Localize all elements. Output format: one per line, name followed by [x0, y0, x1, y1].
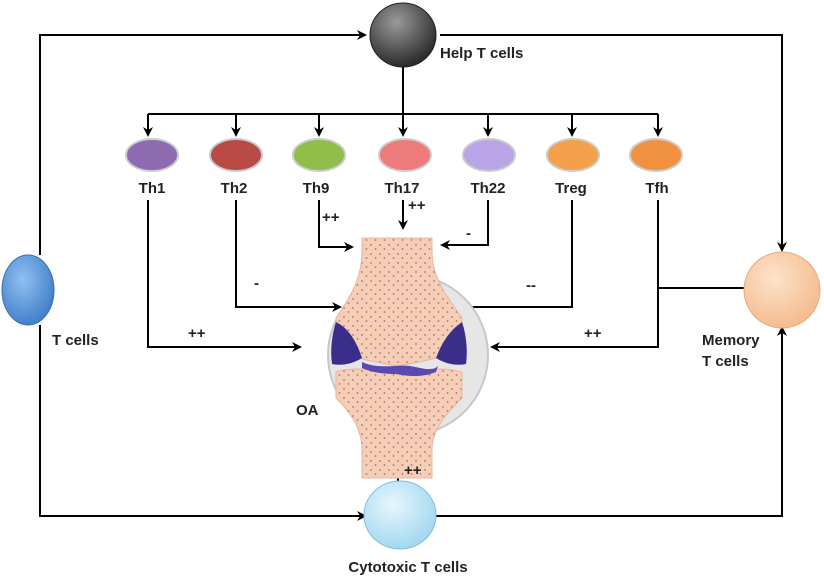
edge-help-to-memory: [440, 34, 787, 252]
edge-tfh-oa: [490, 200, 659, 352]
edge-th22-oa: [440, 200, 489, 250]
edge-th1-oa: [147, 200, 302, 352]
oa-label: OA: [296, 402, 319, 419]
th9-node: [292, 138, 346, 172]
th17-effect: ++: [408, 197, 426, 214]
tfh-effect: ++: [584, 325, 602, 342]
joint-space: [362, 362, 438, 376]
memory-label-line1: Memory: [702, 332, 760, 349]
tfh-node: [629, 138, 683, 172]
th22-node: [462, 138, 516, 172]
th2-effect: -: [254, 275, 259, 292]
cytotoxic-effect: ++: [404, 462, 422, 479]
th2-label: Th2: [221, 180, 248, 197]
treg-node: [546, 138, 600, 172]
th1-effect: ++: [188, 325, 206, 342]
th22-label: Th22: [470, 180, 505, 197]
tfh-label: Tfh: [645, 180, 668, 197]
cytotoxic-t-cells-node: [363, 480, 437, 550]
cytotoxic-label: Cytotoxic T cells: [348, 559, 467, 576]
t-cells-label: T cells: [52, 332, 99, 349]
treg-label: Treg: [555, 180, 587, 197]
th9-label: Th9: [303, 180, 330, 197]
edge-cytotoxic-to-memory: [436, 326, 787, 517]
edge-treg-oa: [460, 200, 573, 312]
memory-label-line2: T cells: [702, 353, 749, 370]
effect-signs: ++ - ++ ++ - -- ++ ++: [188, 197, 602, 479]
edge-th2-oa: [235, 200, 342, 312]
edge-tcells-to-help: [39, 30, 367, 255]
th22-effect: -: [466, 225, 471, 242]
th17-label: Th17: [384, 180, 419, 197]
th1-node: [125, 138, 179, 172]
edge-th9-oa: [318, 200, 354, 252]
right-cartilage: [436, 322, 467, 365]
oa-joint-illustration: [327, 237, 489, 479]
treg-effect: --: [526, 277, 536, 294]
memory-t-cells-node: [743, 251, 821, 329]
help-t-cells-label: Help T cells: [440, 45, 523, 62]
t-cells-node: [1, 254, 55, 326]
subset-row: Th1 Th2 Th9 Th17 Th22 Treg Tfh: [125, 138, 683, 197]
help-t-cells-node: [369, 2, 437, 68]
edge-tcells-to-cytotoxic: [39, 325, 367, 521]
th9-effect: ++: [322, 209, 340, 226]
th17-node: [378, 138, 432, 172]
th1-label: Th1: [139, 180, 166, 197]
th2-node: [209, 138, 263, 172]
left-cartilage: [331, 322, 362, 365]
edges: [39, 30, 787, 521]
